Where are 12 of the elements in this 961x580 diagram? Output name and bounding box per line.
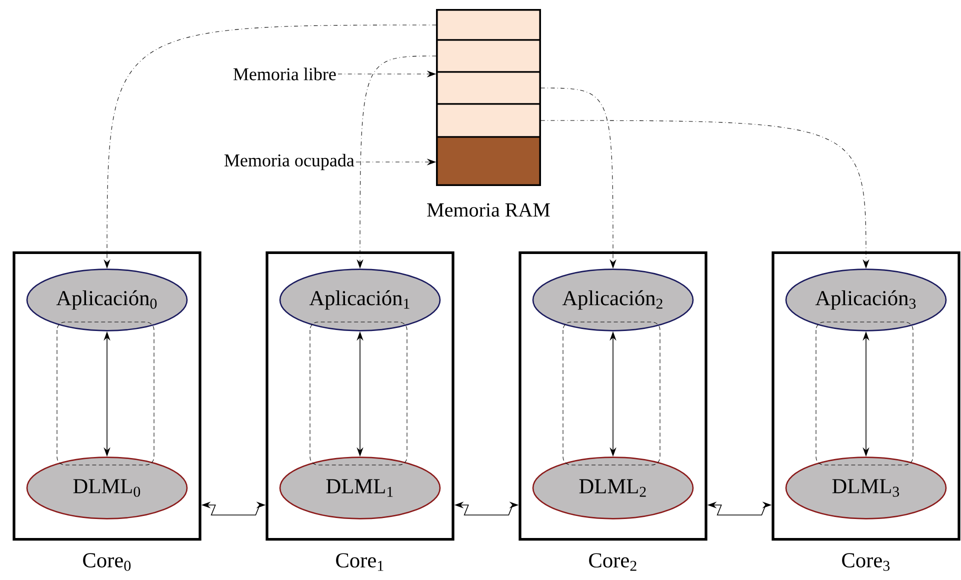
core-label: Core$_{0}$ xyxy=(83,553,131,571)
memory-cell xyxy=(436,103,541,138)
memory-cell xyxy=(436,136,541,186)
text-label: Memoria libre xyxy=(233,68,336,80)
core-label: Core$_{2}$ xyxy=(589,553,636,571)
memory-cell xyxy=(436,9,541,41)
caption-text: Memoria RAM xyxy=(427,203,550,217)
memory-cell xyxy=(436,71,541,105)
text-label: Memoria ocupada xyxy=(224,154,354,170)
core-label: Core$_{1}$ xyxy=(336,553,384,571)
core-label: Core$_{3}$ xyxy=(842,553,890,571)
memory-cell xyxy=(436,39,541,73)
